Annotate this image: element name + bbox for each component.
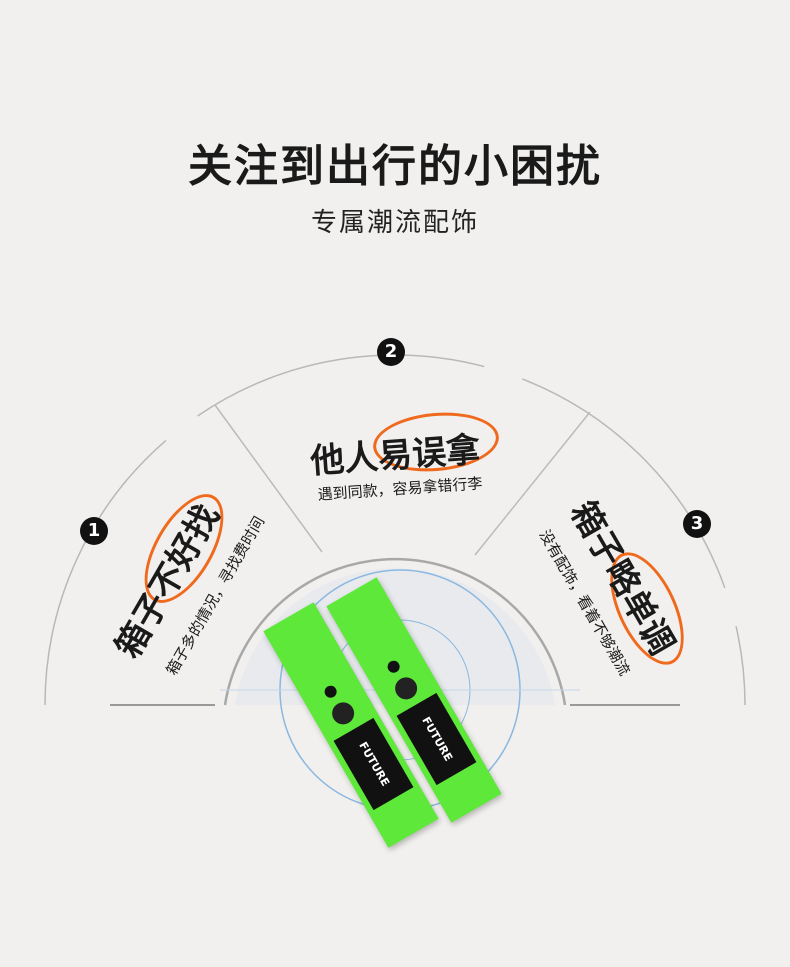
step-number-3: 3	[683, 510, 711, 538]
globe-icon	[328, 698, 359, 729]
step-number-1: 1	[80, 517, 108, 545]
strap-hole	[385, 658, 402, 675]
step-number-2: 2	[377, 338, 405, 366]
strap-hole	[322, 683, 339, 700]
page-subtitle: 专属潮流配饰	[310, 208, 479, 238]
globe-icon	[391, 673, 422, 704]
page-title: 关注到出行的小困扰	[188, 141, 602, 192]
